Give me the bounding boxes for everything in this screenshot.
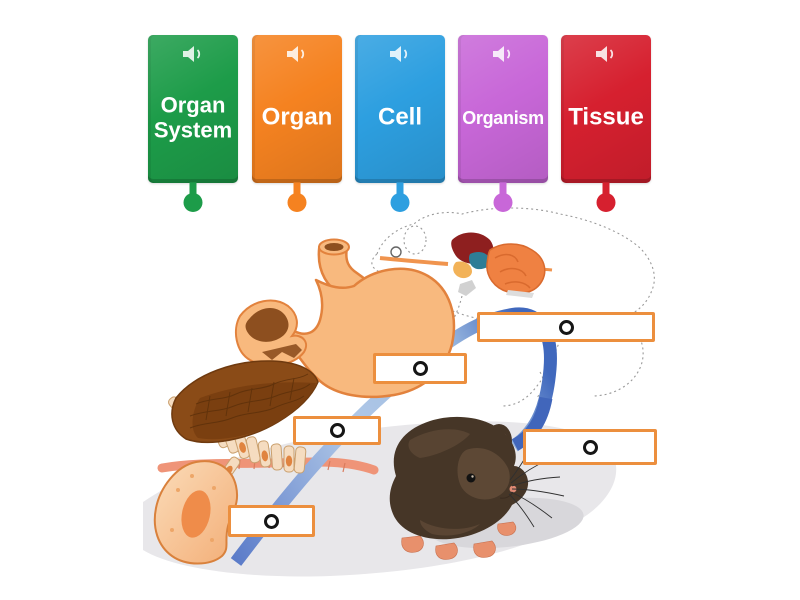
card-pin-dot xyxy=(287,193,307,212)
speaker-icon[interactable] xyxy=(490,44,516,64)
speaker-icon[interactable] xyxy=(180,44,206,64)
speaker-icon[interactable] xyxy=(284,44,310,64)
card-stem xyxy=(602,182,610,196)
card-label: Tissue xyxy=(568,103,644,131)
card-organ-system[interactable]: Organ System xyxy=(148,35,238,212)
card-stem xyxy=(293,182,301,196)
card-label: Cell xyxy=(377,103,422,131)
card-pin-dot xyxy=(493,193,513,212)
drop-target-circle-icon[interactable] xyxy=(264,513,279,529)
mouse-animal xyxy=(389,416,565,560)
card-organism[interactable]: Organism xyxy=(458,35,548,212)
drop-zone-stomach[interactable] xyxy=(373,353,467,384)
drop-zone-tissue[interactable] xyxy=(293,416,381,445)
drop-target-circle-icon[interactable] xyxy=(329,423,345,438)
card-stem xyxy=(396,182,404,196)
card-cell[interactable]: Cell xyxy=(355,35,445,212)
card-label: Organ System xyxy=(153,92,233,142)
drop-target-circle-icon[interactable] xyxy=(582,439,598,455)
tissue-sample xyxy=(168,360,319,482)
drop-zone-organ-system-diagram[interactable] xyxy=(477,312,655,342)
speaker-icon[interactable] xyxy=(387,44,413,64)
card-stem xyxy=(189,182,197,196)
drop-target-circle-icon[interactable] xyxy=(558,319,574,335)
drop-zone-mouse[interactable] xyxy=(523,429,657,465)
single-cell xyxy=(153,460,238,565)
card-organ[interactable]: Organ xyxy=(252,35,342,212)
card-label: Organ xyxy=(261,103,333,131)
card-pin-dot xyxy=(390,193,410,212)
card-pin-dot xyxy=(596,193,616,212)
mouse-anatomy-diagram xyxy=(371,207,655,407)
card-pin-dot xyxy=(183,193,203,212)
speaker-icon[interactable] xyxy=(593,44,619,64)
card-stem xyxy=(499,182,507,196)
drop-zone-cell[interactable] xyxy=(228,505,315,537)
card-tissue[interactable]: Tissue xyxy=(561,35,651,212)
drop-target-circle-icon[interactable] xyxy=(412,361,428,376)
card-label: Organism xyxy=(462,107,544,128)
